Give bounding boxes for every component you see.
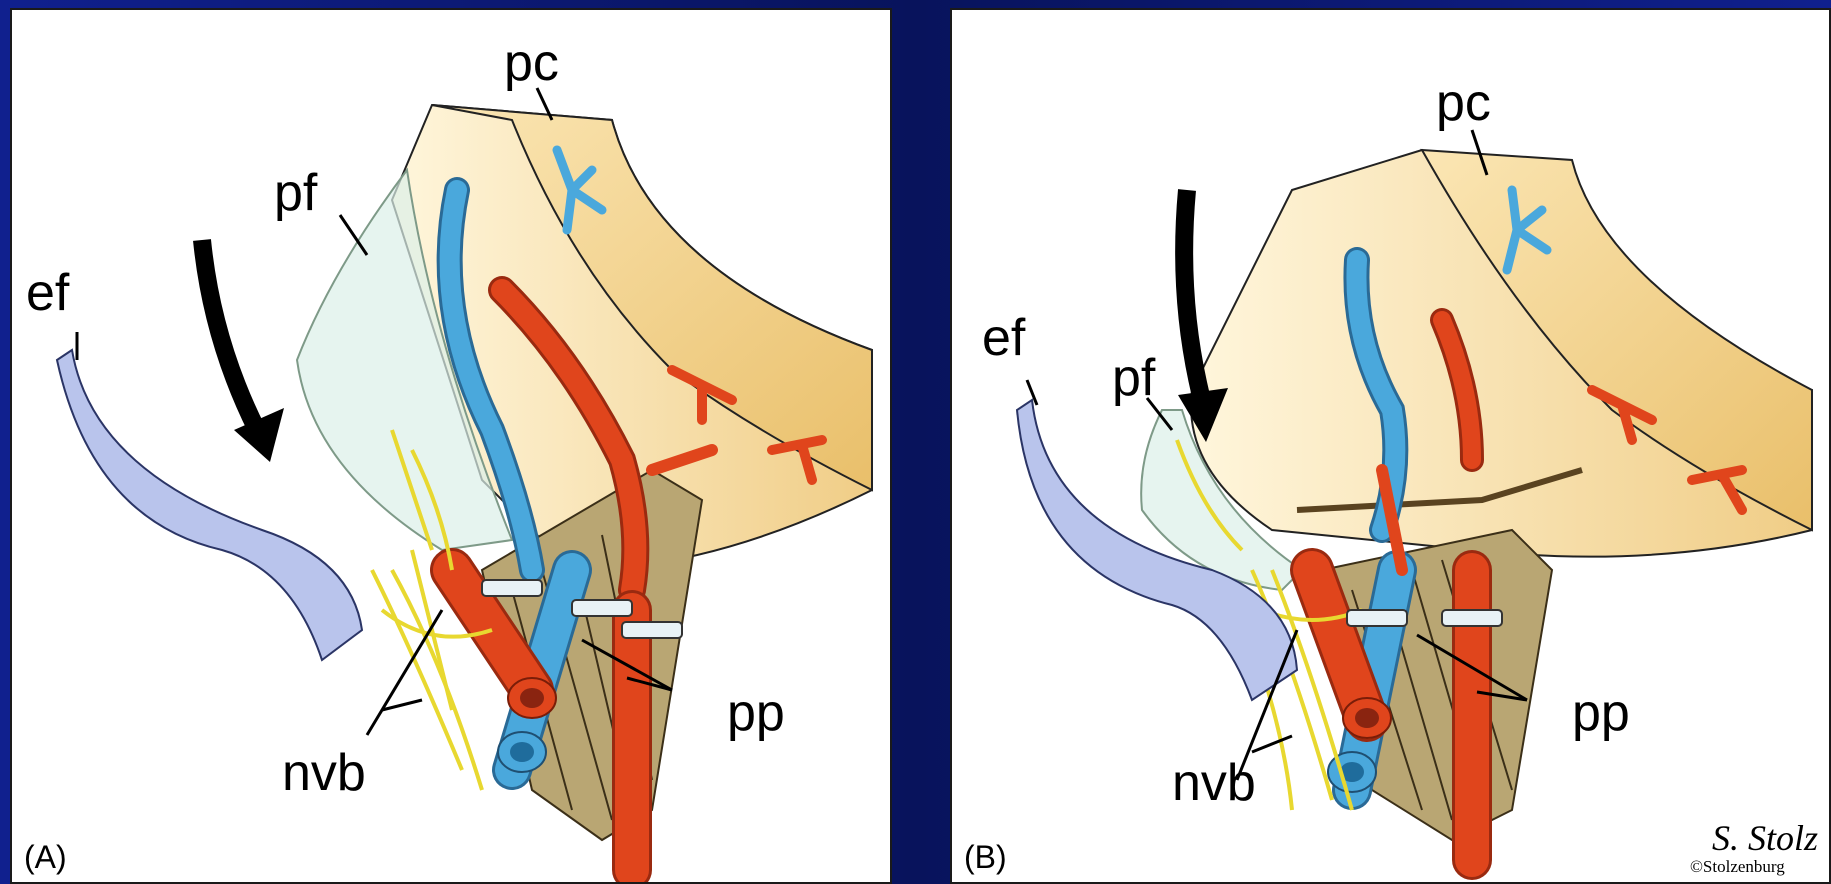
- label-nvb: nvb: [282, 744, 366, 802]
- label-pp: pp: [727, 684, 785, 742]
- label-pc: pc: [504, 34, 559, 92]
- prostatic-capsule: [1191, 150, 1812, 557]
- panel-b: pc pf ef nvb pp (B) S. Stolz ©Stolzenbur…: [950, 8, 1831, 884]
- label-pf: pf: [274, 164, 318, 222]
- direction-arrow: [1184, 190, 1202, 400]
- panel-a-illustration: pc pf ef nvb pp (A): [12, 10, 892, 884]
- copyright-text: ©Stolzenburg: [1690, 857, 1785, 876]
- panel-b-illustration: pc pf ef nvb pp (B) S. Stolz ©Stolzenbur…: [952, 10, 1831, 884]
- panel-a: pc pf ef nvb pp (A): [10, 8, 892, 884]
- label-pp: pp: [1572, 684, 1630, 742]
- label-ef: ef: [982, 309, 1026, 367]
- direction-arrow: [202, 240, 257, 430]
- panel-letter-a: (A): [24, 839, 67, 875]
- artist-signature: S. Stolz: [1712, 818, 1818, 858]
- label-nvb: nvb: [1172, 754, 1256, 812]
- label-ef: ef: [26, 264, 70, 322]
- label-pf: pf: [1112, 349, 1156, 407]
- panel-letter-b: (B): [964, 839, 1007, 875]
- label-pc: pc: [1436, 74, 1491, 132]
